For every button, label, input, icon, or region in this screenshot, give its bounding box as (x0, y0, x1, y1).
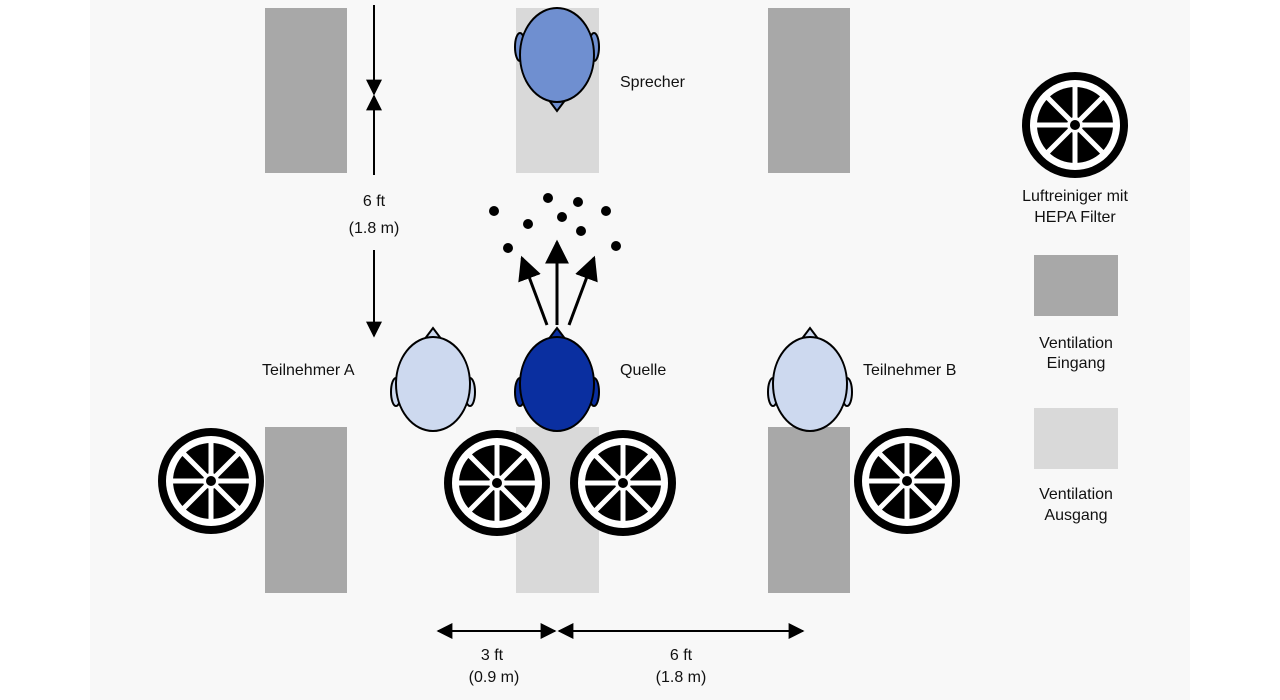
legend-vent-outlet-line2: Ausgang (1044, 507, 1107, 524)
legend-vent-inlet-line2: Eingang (1047, 355, 1106, 372)
legend-purifier-line2: HEPA Filter (1034, 209, 1116, 226)
droplets (489, 193, 621, 253)
fan-icon (570, 430, 676, 536)
long-distance-ft: 6 ft (670, 647, 693, 664)
vent-inlet (265, 8, 347, 173)
vertical-distance-ft: 6 ft (363, 193, 386, 210)
background (90, 0, 1190, 700)
fan-icon (444, 430, 550, 536)
vertical-distance-m: (1.8 m) (349, 220, 400, 237)
legend-vent-outlet-swatch (1034, 408, 1118, 469)
short-distance-ft: 3 ft (481, 647, 504, 664)
vent-inlet (768, 8, 850, 173)
legend-fan-icon (1022, 72, 1128, 178)
legend-vent-inlet-line1: Ventilation (1039, 335, 1113, 352)
vent-inlet (265, 427, 347, 593)
emission-arrows (518, 239, 598, 326)
participant-a-label: Teilnehmer A (262, 362, 355, 379)
source-label: Quelle (620, 362, 666, 379)
speaker-label: Sprecher (620, 74, 686, 91)
long-distance-m: (1.8 m) (656, 669, 707, 686)
legend-vent-outlet-line1: Ventilation (1039, 486, 1113, 503)
fan-icon (158, 428, 264, 534)
vent-inlet (768, 427, 850, 593)
fan-icon (854, 428, 960, 534)
short-distance-m: (0.9 m) (469, 669, 520, 686)
legend-vent-inlet-swatch (1034, 255, 1118, 316)
legend-purifier-line1: Luftreiniger mit (1022, 188, 1128, 205)
participant-b-label: Teilnehmer B (863, 362, 956, 379)
